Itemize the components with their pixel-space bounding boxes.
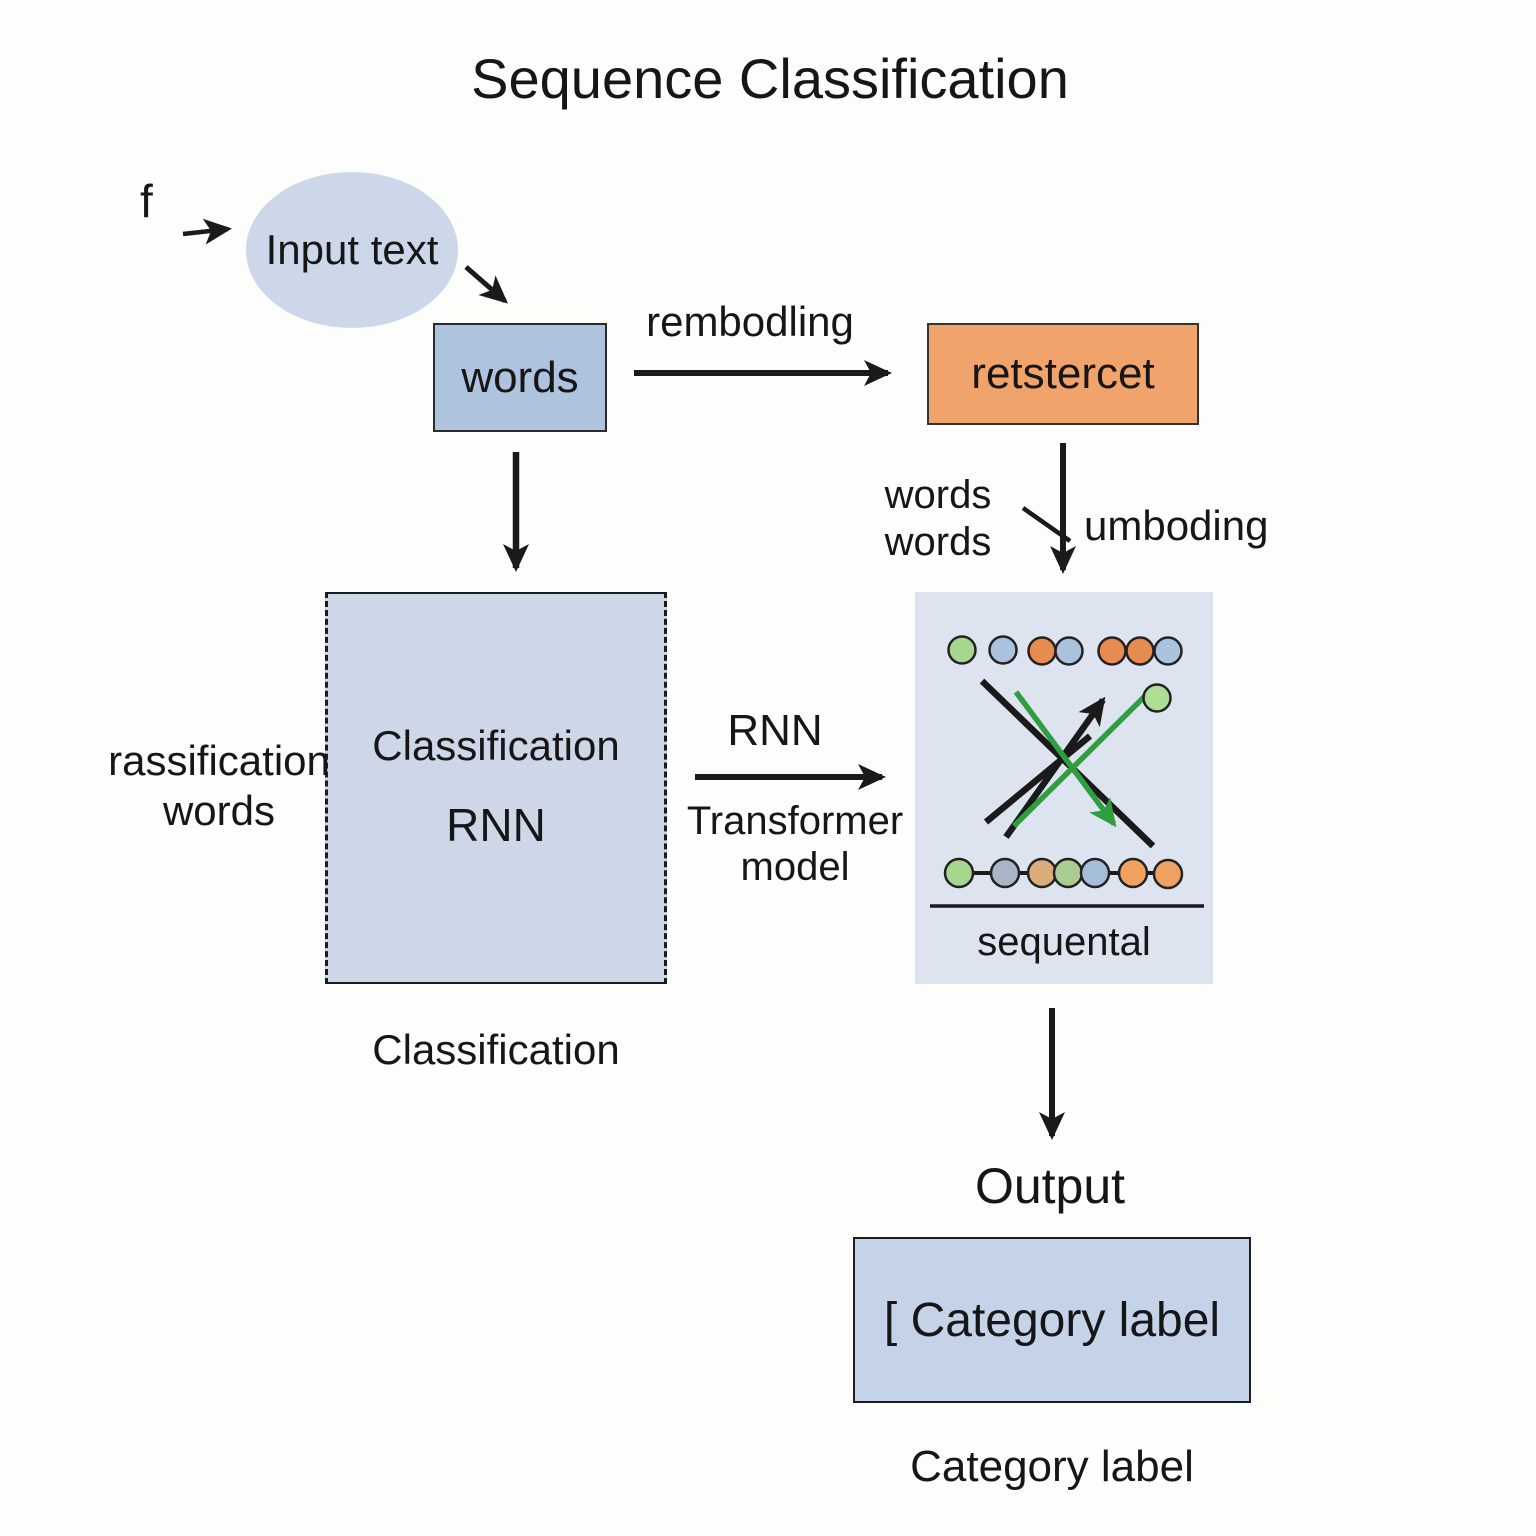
token-circle <box>947 635 977 665</box>
arrow-f-to-input <box>182 218 232 245</box>
classification-box-title: Classification <box>372 722 620 769</box>
transformer-model-line2: model <box>740 845 850 889</box>
token-circle <box>988 635 1018 665</box>
embedding-box-label: retstercet <box>971 349 1155 398</box>
words-box-label: words <box>461 352 579 402</box>
words-stack-line2: words <box>884 520 992 564</box>
category-label-box: [ Category label <box>853 1237 1251 1403</box>
classification-box-model-label: RNN <box>446 799 546 851</box>
words-box: words <box>433 323 607 432</box>
transformer-model-line1: Transformer <box>686 799 904 843</box>
tick-line <box>1021 506 1072 543</box>
transformer-model-label: Transformer model <box>652 798 938 890</box>
token-circle <box>989 857 1021 889</box>
category-box-label: [ Category label <box>883 1293 1221 1347</box>
token-circle <box>1097 636 1127 666</box>
left-caption-line1: rassification <box>108 737 330 784</box>
embedding-box: retstercet <box>927 323 1199 425</box>
token-circle <box>1079 857 1111 889</box>
token-circle <box>943 857 975 889</box>
model-arrow-label: RNN <box>727 706 823 755</box>
token-circle <box>1052 857 1084 889</box>
crossing-line-green-asc <box>1012 693 1148 828</box>
token-circle <box>1125 636 1155 666</box>
arrow-input-to-words <box>464 265 509 304</box>
left-caption: rassification words <box>78 736 360 836</box>
left-caption-line2: words <box>162 787 276 834</box>
unembedding-label: umboding <box>1084 502 1269 549</box>
classification-caption: Classification <box>372 1026 620 1073</box>
crossing-line-black-asc2 <box>983 733 1093 825</box>
category-caption: Category label <box>910 1442 1194 1491</box>
classification-dashed-box <box>325 592 667 984</box>
input-text-ellipse: Input text <box>246 172 458 328</box>
input-text-label: Input text <box>265 226 439 273</box>
token-circle <box>1152 858 1184 890</box>
token-circle <box>1153 636 1183 666</box>
token-circle <box>1117 857 1149 889</box>
crossing-line-green-desc <box>1013 690 1117 828</box>
f-label: f <box>140 175 153 227</box>
output-label: Output <box>974 1158 1126 1214</box>
token-circle <box>1027 636 1057 666</box>
token-circle <box>1026 857 1058 889</box>
green-node-circle <box>1142 683 1172 713</box>
sequence-caption: sequental <box>977 920 1151 964</box>
token-circle <box>1054 636 1084 666</box>
page-title: Sequence Classification <box>471 47 1069 110</box>
words-stack-line1: words <box>884 473 992 517</box>
words-stack-label: words words <box>856 472 1020 566</box>
embedding-arrow-label: rembodling <box>646 298 854 345</box>
